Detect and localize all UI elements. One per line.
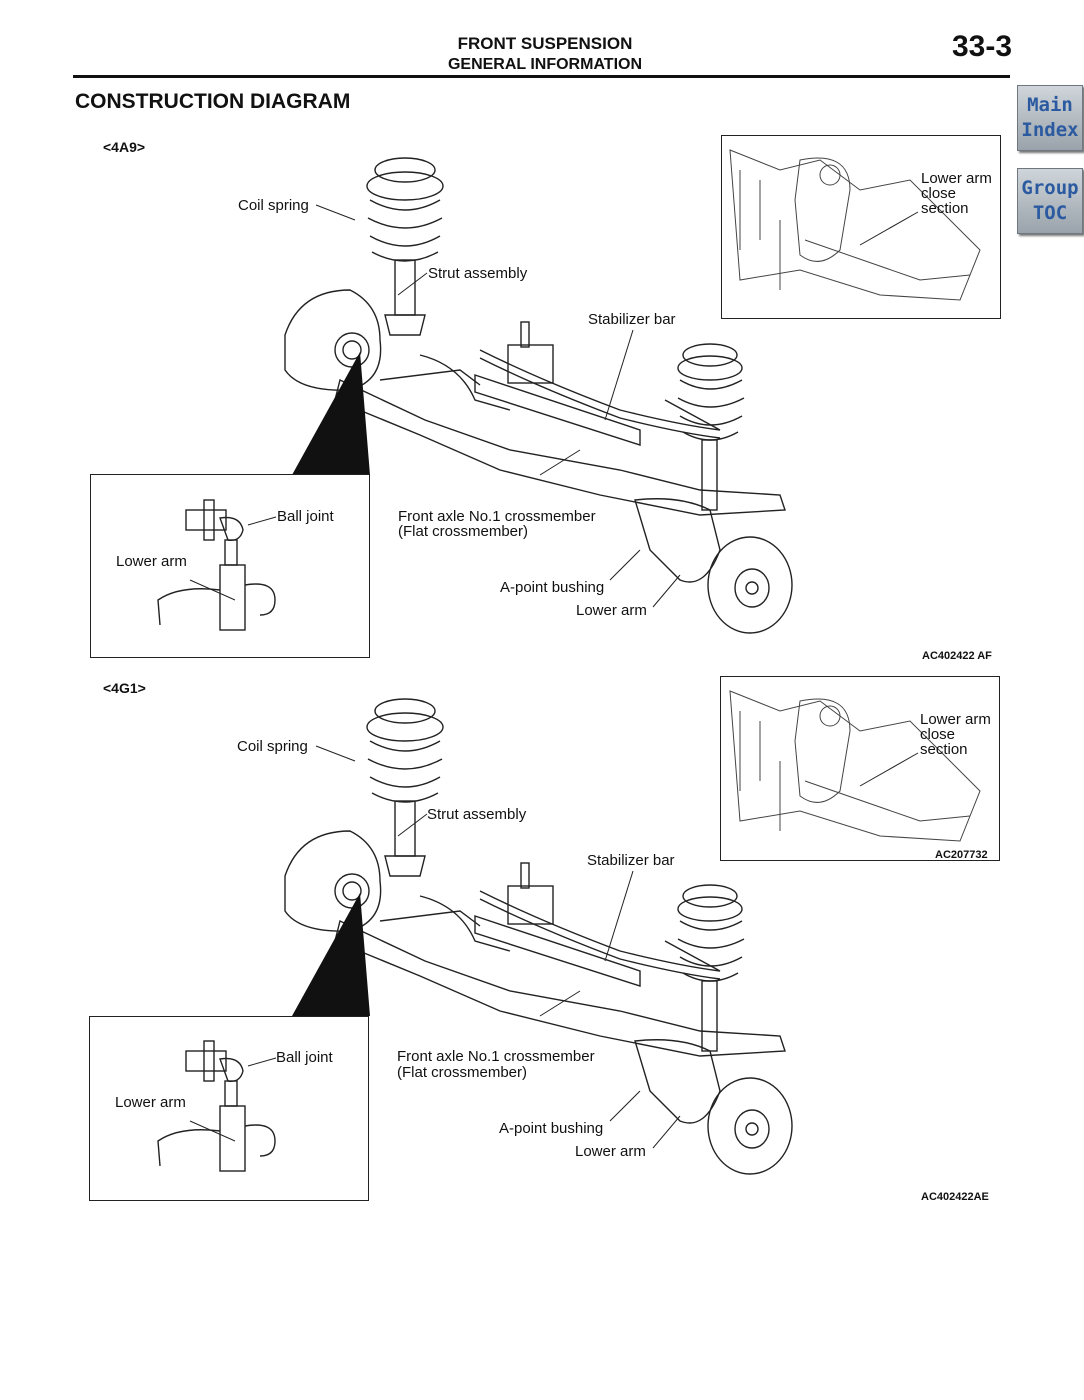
header-title: FRONT SUSPENSION: [457, 34, 633, 53]
label-lower-arm: Lower arm: [576, 602, 647, 619]
suspension-diagram-4g1: Coil spring Strut assembly Stabilizer ba…: [80, 671, 1010, 1203]
group-toc-label-2: TOC: [1032, 202, 1068, 224]
label-close-section-3: section: [921, 200, 969, 217]
label-close-section-2: close: [920, 726, 956, 743]
main-index-label-1: Main: [1027, 94, 1073, 116]
label-inset-lower-arm: Lower arm: [116, 553, 187, 570]
label-coil-spring: Coil spring: [237, 738, 308, 755]
label-stabilizer-bar: Stabilizer bar: [588, 311, 676, 328]
section-title: CONSTRUCTION DIAGRAM: [75, 90, 351, 113]
label-flat-crossmember: (Flat crossmember): [398, 523, 529, 540]
variant-label-4a9: <4A9>: [103, 139, 146, 155]
label-lower-arm: Lower arm: [575, 1143, 646, 1160]
ball-joint-detail-box: [90, 474, 370, 658]
label-close-section-3: section: [920, 741, 968, 758]
lower-arm-close-section-box: [720, 676, 1000, 861]
main-index-label-2: Index: [1021, 119, 1079, 141]
figure-code: AC402422AE: [921, 1191, 989, 1203]
label-a-point-bushing: A-point bushing: [499, 1120, 604, 1137]
group-toc-label-1: Group: [1021, 177, 1079, 199]
label-close-section-1: Lower arm: [920, 711, 991, 728]
header-subtitle: GENERAL INFORMATION: [447, 56, 643, 73]
suspension-diagram-4a9: Coil spring Strut assembly Stabilizer ba…: [80, 130, 1010, 662]
figure-code: AC402422 AF: [922, 650, 992, 662]
label-close-section-1: Lower arm: [921, 170, 992, 187]
label-flat-crossmember: (Flat crossmember): [397, 1064, 528, 1081]
header-rule: [73, 75, 1010, 78]
label-a-point-bushing: A-point bushing: [500, 579, 605, 596]
label-close-section-2: close: [921, 185, 957, 202]
close-section-code: AC207732: [935, 849, 988, 861]
lower-arm-close-section-box: [721, 135, 1001, 319]
suspension-illustration: [157, 149, 981, 634]
label-ball-joint: Ball joint: [276, 1049, 333, 1066]
variant-label-4g1: <4G1>: [103, 680, 146, 696]
ball-joint-detail-box: [89, 1016, 369, 1201]
main-index-button[interactable]: Main Index: [1017, 85, 1083, 151]
label-strut-assembly: Strut assembly: [427, 806, 527, 823]
label-ball-joint: Ball joint: [277, 508, 334, 525]
label-crossmember: Front axle No.1 crossmember: [398, 508, 596, 525]
suspension-illustration: [157, 690, 981, 1175]
label-crossmember: Front axle No.1 crossmember: [397, 1048, 595, 1065]
page-number: 33-3: [952, 30, 1013, 63]
label-coil-spring: Coil spring: [238, 197, 309, 214]
label-stabilizer-bar: Stabilizer bar: [587, 852, 675, 869]
label-inset-lower-arm: Lower arm: [115, 1094, 186, 1111]
group-toc-button[interactable]: Group TOC: [1017, 168, 1083, 234]
label-strut-assembly: Strut assembly: [428, 265, 528, 282]
